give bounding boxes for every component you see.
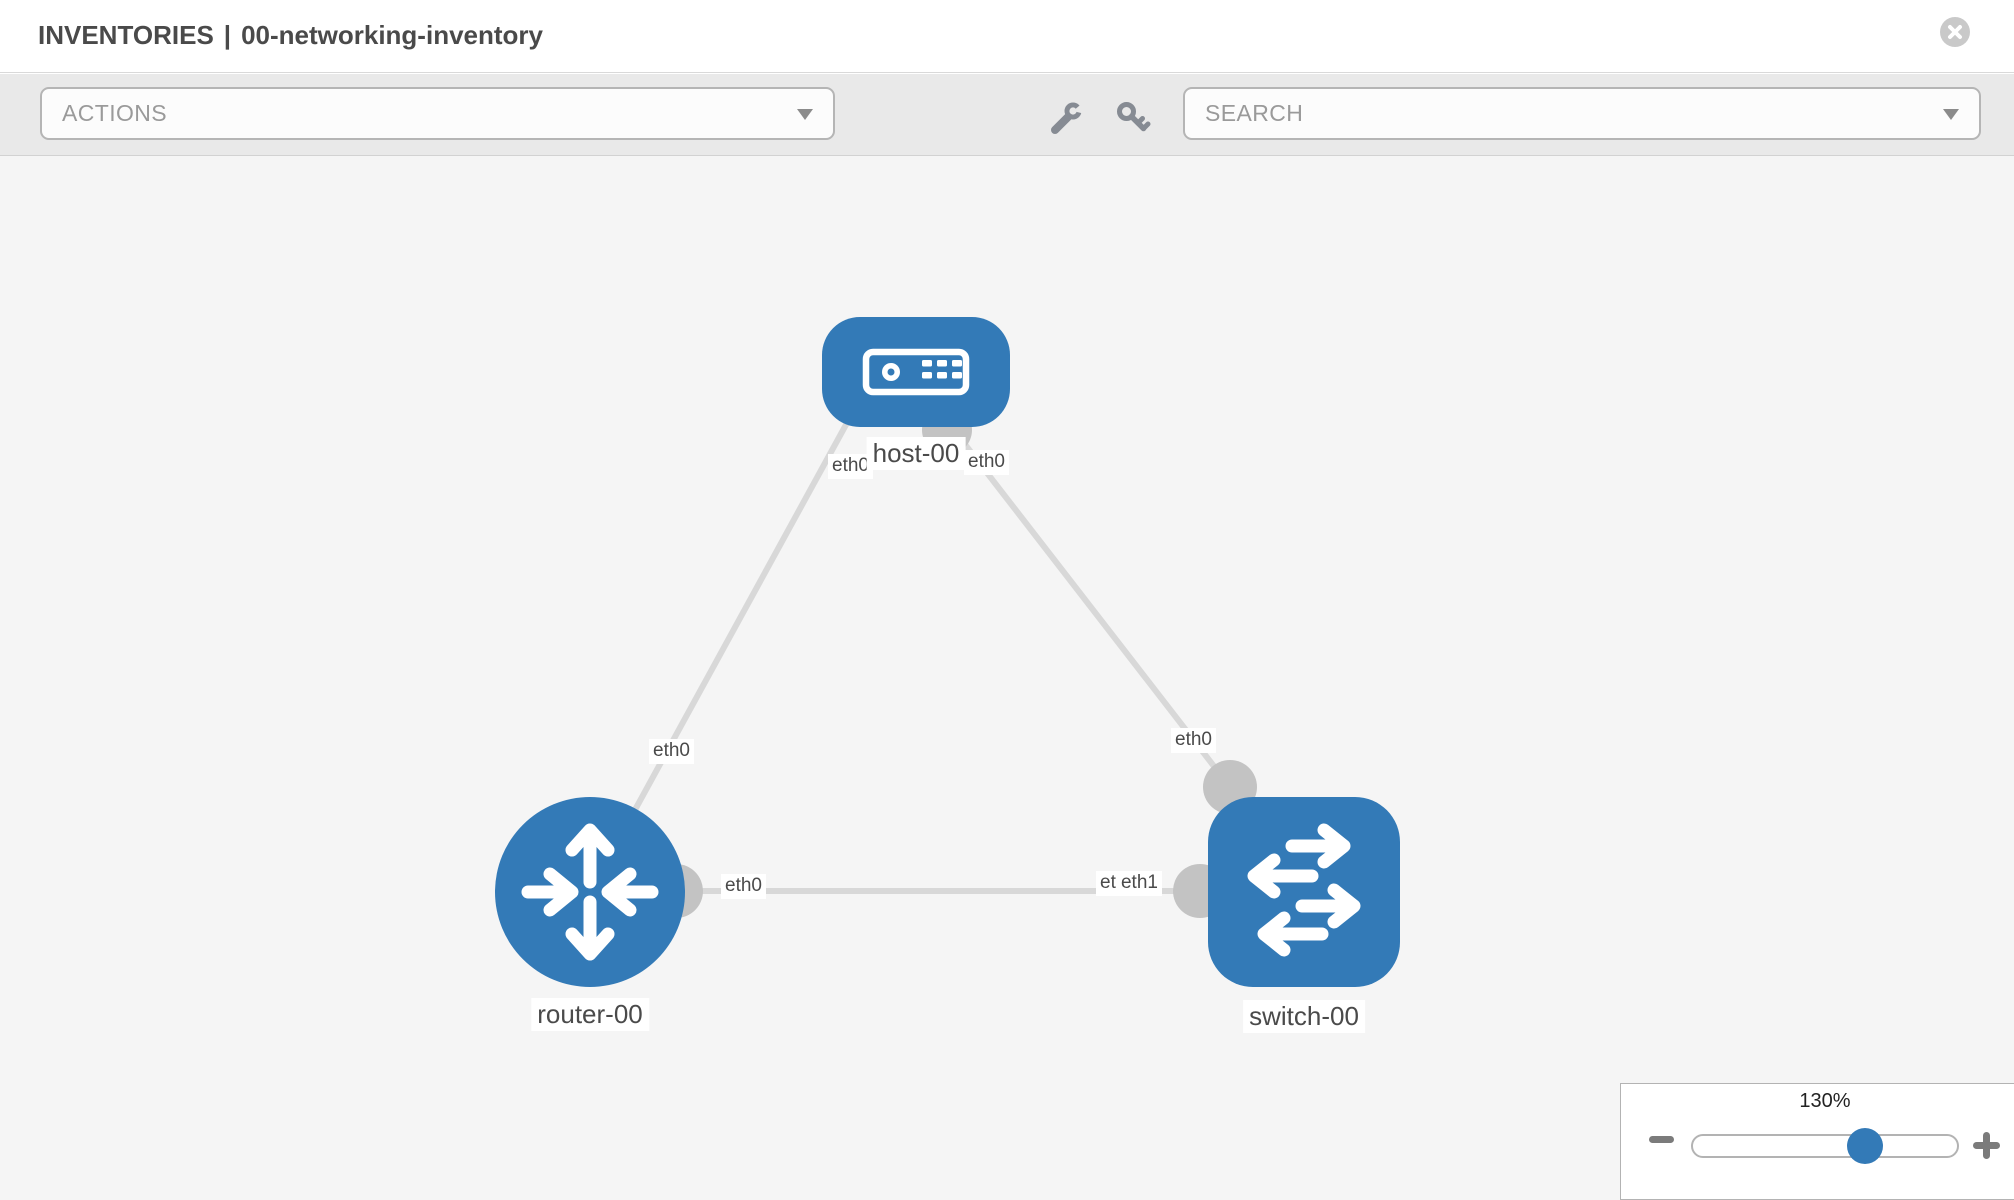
node-switch-00[interactable] <box>1208 797 1400 987</box>
switch-icon <box>1247 823 1361 957</box>
node-router-00[interactable] <box>495 797 685 987</box>
interface-label-eth0: eth0 <box>1171 728 1216 753</box>
node-label-router: router-00 <box>531 998 649 1031</box>
zoom-slider-thumb[interactable] <box>1847 1128 1883 1164</box>
close-icon <box>1948 25 1962 39</box>
title-bar: INVENTORIES | 00-networking-inventory <box>0 0 2014 73</box>
interface-label-overlap: eth0 eth1 <box>1096 871 1162 896</box>
interface-label-eth0: eth0 <box>964 450 1009 475</box>
interface-dots-layer <box>649 405 1257 918</box>
zoom-slider-track[interactable] <box>1691 1134 1959 1158</box>
link-host-switch <box>947 423 1233 789</box>
page-title: INVENTORIES | 00-networking-inventory <box>38 20 543 51</box>
interface-label-eth0: eth0 <box>828 454 873 479</box>
toolbar: ACTIONS SEARCH <box>0 74 2014 156</box>
close-button[interactable] <box>1940 17 1970 47</box>
chevron-down-icon <box>797 109 813 120</box>
key-icon[interactable] <box>1114 99 1152 137</box>
node-label-host: host-00 <box>866 437 966 470</box>
topology-graph <box>495 317 1400 987</box>
actions-dropdown[interactable]: ACTIONS <box>40 87 835 140</box>
zoom-panel: 130% <box>1620 1083 2014 1200</box>
wrench-icon[interactable] <box>1047 99 1085 137</box>
link-host-router <box>587 388 868 894</box>
chevron-down-icon <box>1943 109 1959 120</box>
node-host-00[interactable] <box>822 317 1010 427</box>
interface-label-eth0: eth0 <box>721 874 766 899</box>
zoom-level-value: 130% <box>1799 1090 1851 1112</box>
title-inventory-name: 00-networking-inventory <box>241 20 543 50</box>
actions-dropdown-label: ACTIONS <box>62 100 168 126</box>
host-icon <box>862 348 970 396</box>
router-icon <box>521 823 659 961</box>
node-label-switch: switch-00 <box>1243 1000 1365 1033</box>
title-separator: | <box>223 20 232 50</box>
zoom-out-button[interactable] <box>1649 1136 1674 1143</box>
zoom-in-button[interactable] <box>1973 1132 2000 1159</box>
interface-label-eth1: eth1 <box>1116 871 1162 896</box>
search-placeholder: SEARCH <box>1205 100 1304 126</box>
topology-canvas[interactable] <box>0 156 2014 1200</box>
interface-label-eth0: eth0 <box>649 739 694 764</box>
title-section: INVENTORIES <box>38 20 214 50</box>
search-dropdown[interactable]: SEARCH <box>1183 87 1981 140</box>
